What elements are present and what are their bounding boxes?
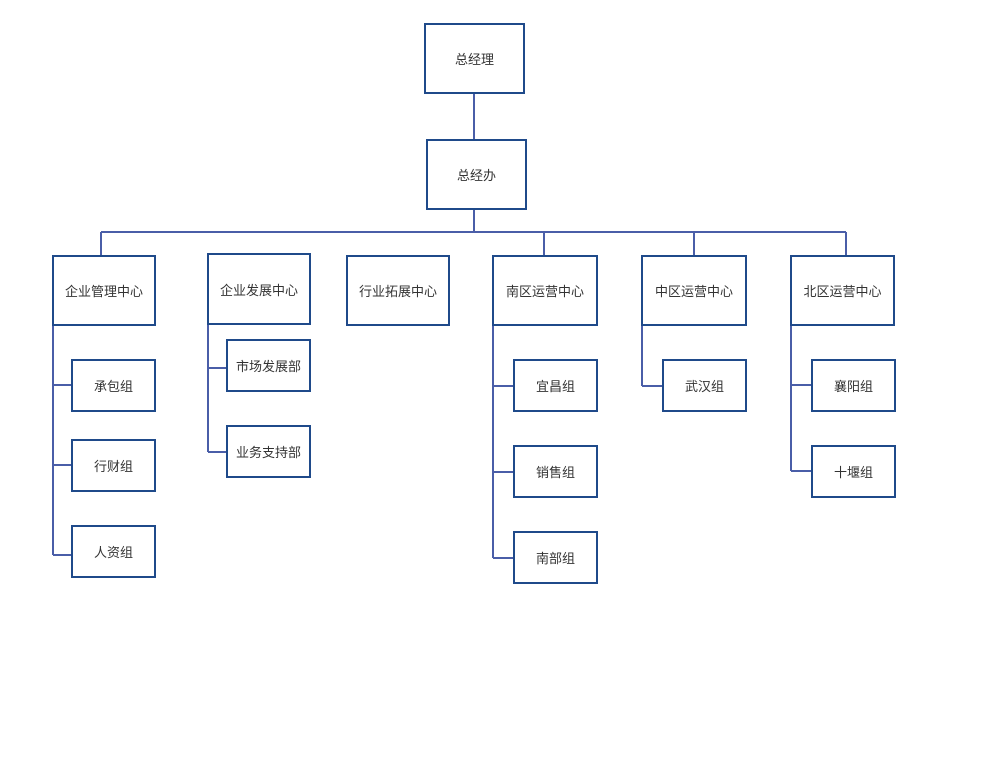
node-dept-6: 北区运营中心 [790, 255, 895, 326]
node-dept-1-child-2: 行财组 [71, 439, 156, 492]
node-dept-4-child-1: 宜昌组 [513, 359, 598, 412]
node-dept-5: 中区运营中心 [641, 255, 747, 326]
node-dept-2-child-2: 业务支持部 [226, 425, 311, 478]
node-dept-2-child-1: 市场发展部 [226, 339, 311, 392]
node-dept-4-child-2: 销售组 [513, 445, 598, 498]
node-dept-2: 企业发展中心 [207, 253, 311, 325]
node-dept-4: 南区运营中心 [492, 255, 598, 326]
node-general-office: 总经办 [426, 139, 527, 210]
node-dept-1-child-3: 人资组 [71, 525, 156, 578]
node-dept-5-child-1: 武汉组 [662, 359, 747, 412]
node-dept-1: 企业管理中心 [52, 255, 156, 326]
node-general-manager: 总经理 [424, 23, 525, 94]
node-dept-4-child-3: 南部组 [513, 531, 598, 584]
node-dept-6-child-2: 十堰组 [811, 445, 896, 498]
node-dept-3: 行业拓展中心 [346, 255, 450, 326]
node-dept-6-child-1: 襄阳组 [811, 359, 896, 412]
node-dept-1-child-1: 承包组 [71, 359, 156, 412]
